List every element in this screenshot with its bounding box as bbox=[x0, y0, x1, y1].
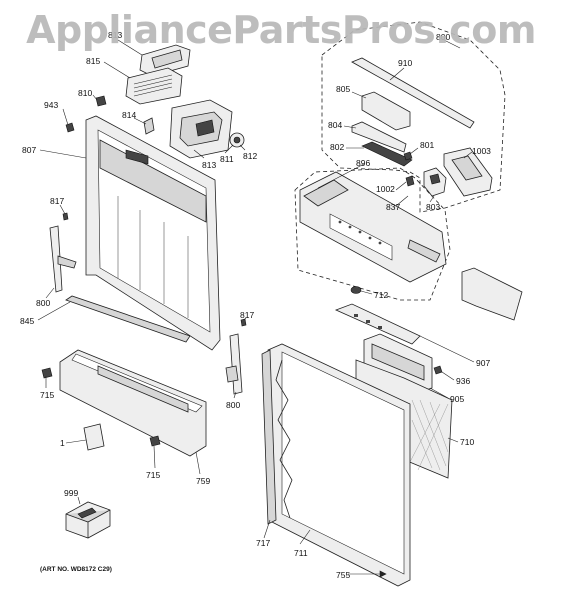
part-943-screw bbox=[65, 122, 75, 133]
part-715-left-screw bbox=[41, 367, 53, 379]
part-1-literature bbox=[83, 423, 105, 451]
control-group-outline-top bbox=[321, 21, 506, 213]
callout-910: 910 bbox=[398, 58, 412, 68]
callout-905: 905 bbox=[450, 394, 464, 404]
callout-896: 896 bbox=[356, 158, 370, 168]
callout-845: 845 bbox=[20, 316, 34, 326]
part-717-door-trim bbox=[261, 349, 277, 525]
part-803-switch bbox=[423, 167, 447, 197]
part-1003-control-board bbox=[443, 147, 493, 197]
callout-715-left: 715 bbox=[40, 390, 54, 400]
part-bracket-end-cap bbox=[461, 267, 523, 321]
part-715-lower-screw bbox=[149, 435, 161, 447]
callout-800-right: 800 bbox=[226, 400, 240, 410]
callout-1002: 1002 bbox=[376, 184, 395, 194]
callout-936: 936 bbox=[456, 376, 470, 386]
callout-715-lower: 715 bbox=[146, 470, 160, 480]
leader-lines bbox=[37, 39, 475, 578]
part-807-inner-door bbox=[85, 115, 221, 351]
part-805-bracket bbox=[361, 91, 411, 131]
part-936-screw bbox=[433, 365, 443, 375]
callout-813-vent: 813 bbox=[202, 160, 216, 170]
callout-710: 710 bbox=[460, 437, 474, 447]
part-817-left-screw bbox=[62, 212, 69, 221]
callout-813-top: 813 bbox=[108, 30, 122, 40]
callout-800-top: 800 bbox=[436, 32, 450, 42]
part-813-handle-top bbox=[139, 44, 191, 77]
part-814-clip bbox=[143, 117, 155, 135]
callout-812: 812 bbox=[243, 151, 257, 161]
part-711-outer-door bbox=[267, 343, 411, 587]
callout-800-left: 800 bbox=[36, 298, 50, 308]
callout-717: 717 bbox=[256, 538, 270, 548]
callout-815: 815 bbox=[86, 56, 100, 66]
callout-811: 811 bbox=[220, 154, 234, 164]
callout-711: 711 bbox=[294, 548, 308, 558]
callout-1003: 1003 bbox=[472, 146, 491, 156]
callout-907: 907 bbox=[476, 358, 490, 368]
callout-755: 755 bbox=[336, 570, 350, 580]
callout-817-left: 817 bbox=[50, 196, 64, 206]
part-817-right-screw bbox=[240, 318, 247, 327]
callout-1: 1 bbox=[60, 438, 65, 448]
callout-802: 802 bbox=[330, 142, 344, 152]
part-712-button bbox=[350, 286, 362, 294]
part-815-vent-grille bbox=[125, 67, 183, 105]
part-813-vent-assembly bbox=[169, 99, 233, 159]
callout-837: 837 bbox=[386, 202, 400, 212]
part-759-access-panel bbox=[59, 349, 207, 457]
callout-804: 804 bbox=[328, 120, 342, 130]
callout-810: 810 bbox=[78, 88, 92, 98]
callout-712: 712 bbox=[374, 290, 388, 300]
callout-817-right: 817 bbox=[240, 310, 254, 320]
callout-805: 805 bbox=[336, 84, 350, 94]
callout-803: 803 bbox=[426, 202, 440, 212]
callout-999: 999 bbox=[64, 488, 78, 498]
part-1002-connector bbox=[405, 175, 415, 187]
part-845-door-gasket bbox=[65, 295, 191, 343]
part-810-screw bbox=[95, 95, 107, 107]
callout-807: 807 bbox=[22, 145, 36, 155]
part-811-cap bbox=[229, 132, 245, 148]
callout-943: 943 bbox=[44, 100, 58, 110]
part-896-control-panel bbox=[299, 171, 447, 283]
part-804-bracket bbox=[351, 121, 407, 153]
part-910-bracket bbox=[351, 57, 475, 129]
part-800-left-hinge bbox=[49, 225, 77, 293]
part-802-display-strip bbox=[361, 141, 413, 167]
callout-759: 759 bbox=[196, 476, 210, 486]
part-999-kit-box bbox=[65, 501, 111, 539]
callout-801: 801 bbox=[420, 140, 434, 150]
callout-814: 814 bbox=[122, 110, 136, 120]
art-number: (ART NO. WD8172 C29) bbox=[40, 566, 112, 573]
part-800-right-hinge bbox=[225, 333, 243, 395]
part-905-insulation-board bbox=[363, 333, 433, 395]
